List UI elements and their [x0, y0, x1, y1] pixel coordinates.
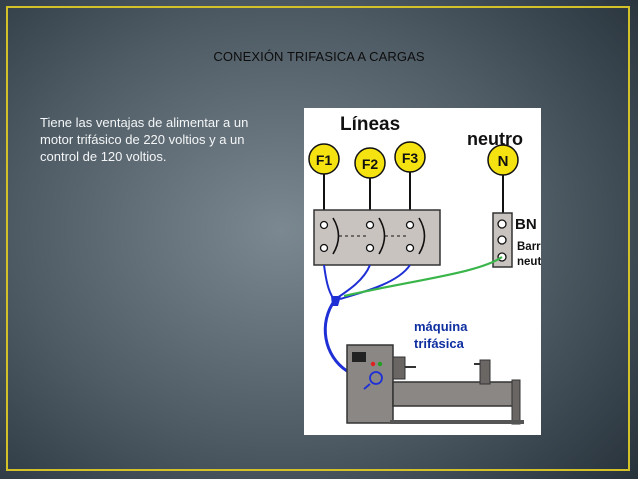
phase-f2-terminal: F2 [354, 147, 386, 179]
phase-f1-terminal: F1 [308, 143, 340, 175]
neutral-wire [343, 256, 503, 298]
phase-f3-terminal: F3 [394, 141, 426, 173]
breaker-output-wires [323, 264, 411, 300]
wiring-diagram: Líneas neutro F1 F2 F3 [304, 108, 541, 435]
svg-text:F1: F1 [316, 152, 333, 168]
slide-title: CONEXIÓN TRIFASICA A CARGAS [213, 49, 425, 64]
neutral-label: neutro [467, 129, 523, 149]
three-phase-machine [346, 344, 524, 425]
neutral-terminal: N [487, 144, 519, 176]
svg-text:N: N [498, 153, 509, 170]
neutral-bar [492, 212, 513, 268]
machine-label-line1: máquina [414, 319, 468, 334]
bar-caption-line1: Barra de [517, 241, 541, 253]
svg-text:F2: F2 [362, 156, 379, 172]
slide-frame [6, 6, 630, 471]
bar-label: BN [515, 216, 537, 233]
slide-description: Tiene las ventajas de alimentar a un mot… [40, 115, 249, 164]
power-cable [323, 299, 348, 373]
svg-text:F3: F3 [402, 150, 419, 166]
lines-label: Líneas [340, 114, 400, 135]
three-phase-breaker [313, 209, 441, 266]
phase-wires [323, 172, 504, 216]
machine-label-line2: trifásica [414, 336, 465, 351]
cable-connector [331, 296, 341, 306]
bar-caption-line2: neutro [517, 256, 541, 268]
